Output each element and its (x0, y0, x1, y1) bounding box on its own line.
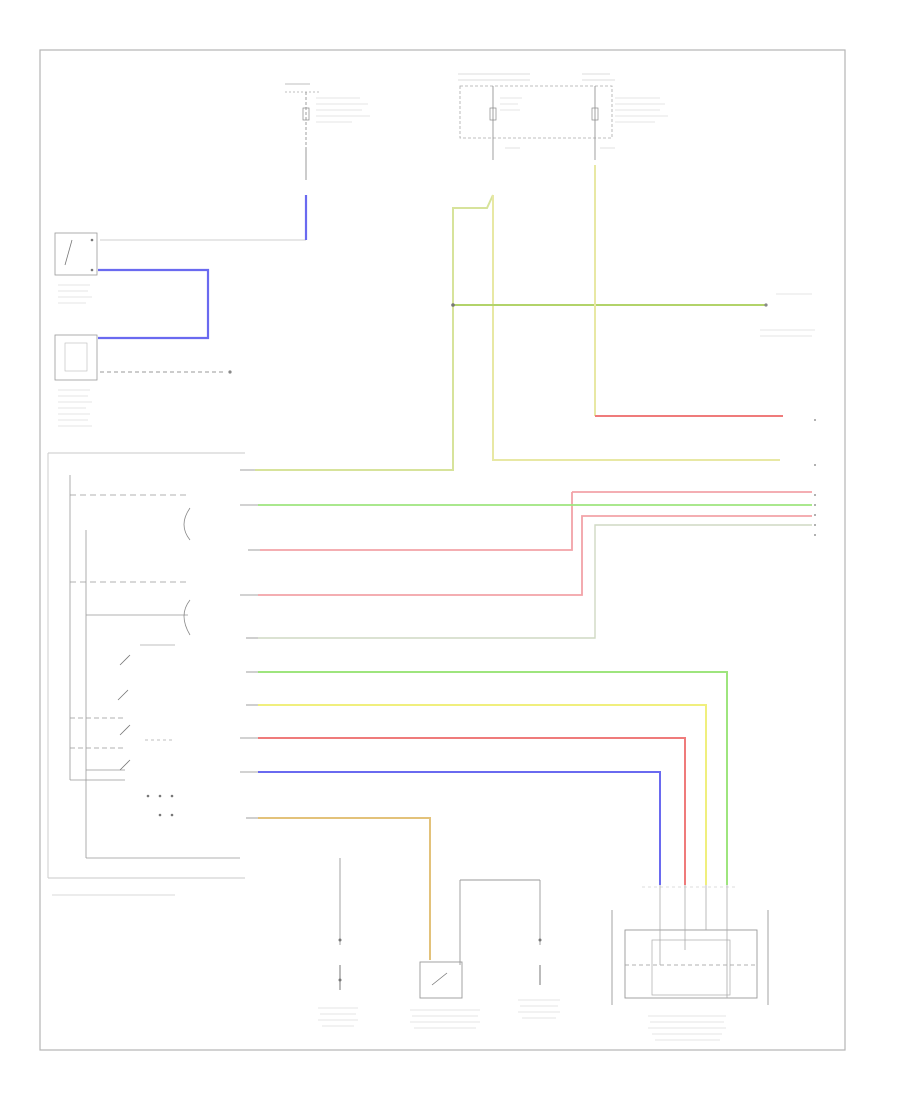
wire-grey-green (258, 524, 812, 639)
wire-green-motor (258, 671, 728, 885)
fuse-icon (591, 107, 599, 121)
fuse-icon (489, 107, 497, 121)
wire-blue-switch-loop (98, 268, 210, 340)
heater-relay (410, 879, 540, 1029)
wire-blue-motor (258, 771, 661, 885)
wire-tan-heater (258, 817, 431, 960)
wire-pink-2 (258, 515, 812, 596)
fuse-icon (302, 107, 310, 121)
wire-yellow-motor (258, 704, 707, 885)
fuse-block-left (285, 83, 370, 180)
door-switch-top (54, 232, 98, 304)
mirror-motor-assembly (611, 885, 769, 1041)
wire-red-motor (258, 737, 686, 885)
wire-yellow-center (492, 195, 780, 461)
mirror-switch-assembly (47, 452, 245, 896)
door-actuator-top (54, 334, 98, 427)
connector-pins-right (814, 419, 816, 536)
wire-yellowgreen-main (255, 194, 494, 471)
fuse-block-right (582, 73, 668, 160)
diagram-frame (39, 49, 846, 1051)
courtesy-switch-right (518, 880, 560, 1019)
connector-pins-left (240, 469, 260, 819)
wire-pink-1-down (260, 492, 573, 551)
courtesy-switch-left (318, 858, 358, 1027)
fuse-block-center (458, 73, 613, 160)
